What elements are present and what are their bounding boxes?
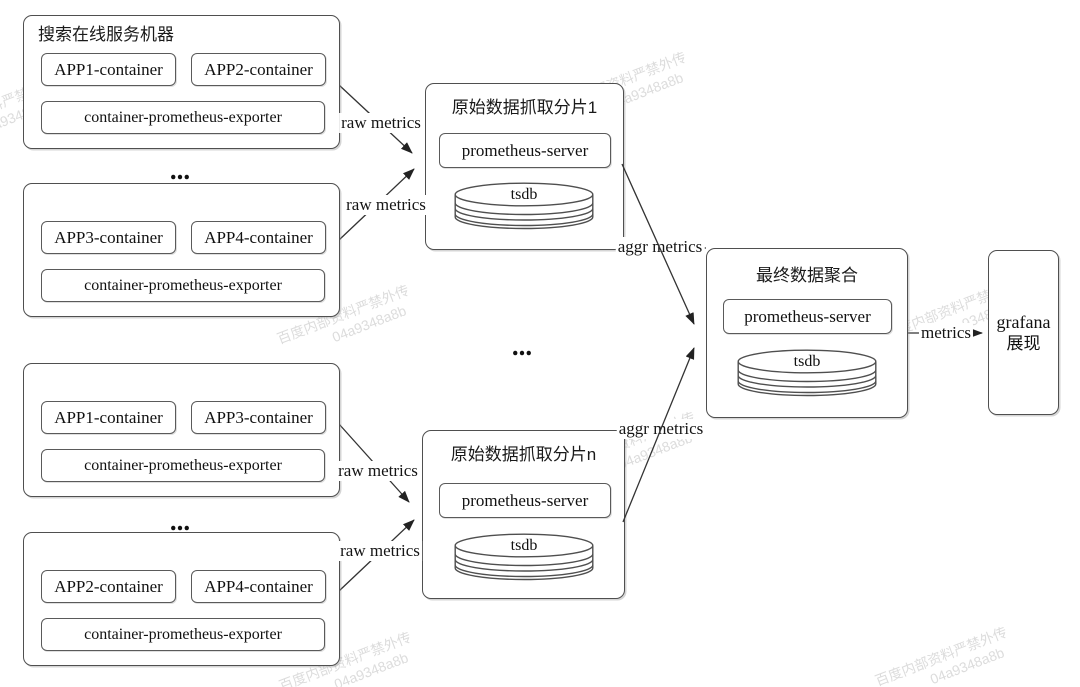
machine-group-3: APP1-container APP3-container container-…: [23, 363, 340, 497]
prometheus-server-box: prometheus-server: [723, 299, 892, 334]
edge-label-aggr-metrics-2: aggr metrics: [616, 419, 706, 439]
aggregator-title: 最终数据聚合: [756, 266, 858, 285]
exporter-box: container-prometheus-exporter: [41, 269, 325, 302]
app-container-box: APP1-container: [41, 401, 176, 434]
grafana-box: grafana 展现: [988, 250, 1059, 415]
grafana-label: grafana: [996, 311, 1051, 332]
prometheus-server-box: prometheus-server: [439, 133, 611, 168]
exporter-box: container-prometheus-exporter: [41, 449, 325, 482]
database-cylinder-icon: [454, 182, 594, 230]
database-cylinder-icon: [737, 349, 877, 397]
shard-title: 原始数据抓取分片1: [451, 98, 598, 117]
edge-label-metrics: metrics: [918, 323, 974, 343]
shard-1-box: 原始数据抓取分片1 prometheus-server tsdb: [425, 83, 624, 250]
tsdb-cylinder: tsdb: [454, 182, 594, 230]
shard-title: 原始数据抓取分片n: [450, 445, 597, 464]
edge-label-raw-metrics-3: raw metrics: [336, 461, 420, 481]
exporter-box: container-prometheus-exporter: [41, 618, 325, 651]
edge-label-raw-metrics-1: raw metrics: [339, 113, 423, 133]
tsdb-cylinder: tsdb: [454, 533, 594, 581]
edge-label-aggr-metrics-1: aggr metrics: [615, 237, 705, 257]
app-container-box: APP2-container: [191, 53, 326, 86]
machine-group-1: 搜索在线服务机器 APP1-container APP2-container c…: [23, 15, 340, 149]
machine-group-4: APP2-container APP4-container container-…: [23, 532, 340, 666]
aggregator-box: 最终数据聚合 prometheus-server tsdb: [706, 248, 908, 418]
machine-group-2: APP3-container APP4-container container-…: [23, 183, 340, 317]
app-container-box: APP3-container: [41, 221, 176, 254]
app-container-box: APP1-container: [41, 53, 176, 86]
machine-group-title: 搜索在线服务机器: [38, 25, 174, 44]
edge-label-raw-metrics-2: raw metrics: [344, 195, 428, 215]
prometheus-server-box: prometheus-server: [439, 483, 611, 518]
shard-n-box: 原始数据抓取分片n prometheus-server tsdb: [422, 430, 625, 599]
exporter-box: container-prometheus-exporter: [41, 101, 325, 134]
edge-label-raw-metrics-4: raw metrics: [338, 541, 422, 561]
app-container-box: APP3-container: [191, 401, 326, 434]
tsdb-cylinder: tsdb: [737, 349, 877, 397]
app-container-box: APP2-container: [41, 570, 176, 603]
tsdb-label: tsdb: [510, 186, 538, 203]
app-container-box: APP4-container: [191, 221, 326, 254]
tsdb-label: tsdb: [510, 537, 538, 554]
database-cylinder-icon: [454, 533, 594, 581]
app-container-box: APP4-container: [191, 570, 326, 603]
tsdb-label: tsdb: [793, 353, 821, 370]
grafana-label-cn: 展现: [1006, 333, 1041, 353]
